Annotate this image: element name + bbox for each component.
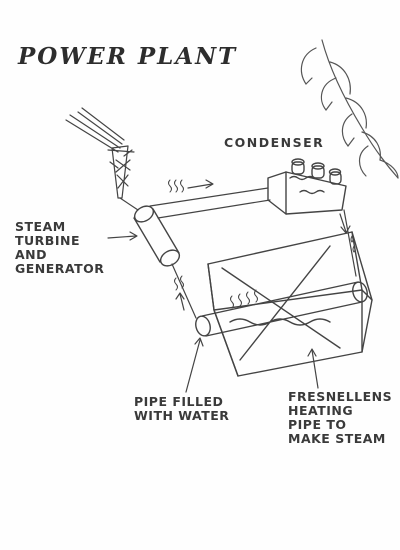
- fresnel-label-arrow: [308, 349, 318, 388]
- turbine-label-line: AND: [15, 248, 104, 262]
- pipe-label-line: WITH WATER: [134, 409, 229, 423]
- pipe-label-arrow: [186, 338, 203, 392]
- fresnel-label-line: HEATING: [288, 404, 392, 418]
- steam-rise-arrow: [176, 293, 184, 310]
- steam-squiggles-riser: [175, 276, 184, 290]
- page-title: POWER PLANT: [18, 44, 237, 70]
- pipe-label-line: PIPE FILLED: [134, 395, 229, 409]
- condenser-label: CONDENSER: [224, 136, 324, 150]
- turbine-label-line: STEAM: [15, 220, 104, 234]
- turbine-label-arrow: [108, 232, 137, 240]
- tree-branch-sketch: [301, 40, 398, 178]
- condenser-unit: [268, 159, 346, 214]
- turbine-label-line: TURBINE: [15, 234, 104, 248]
- fresnel-label-line: MAKE STEAM: [288, 432, 392, 446]
- turbine-label-line: GENERATOR: [15, 262, 104, 276]
- tower-connection-line: [120, 198, 138, 210]
- fresnel-lens-box: [208, 232, 372, 376]
- turbine-label: STEAM TURBINE AND GENERATOR: [15, 220, 104, 276]
- steam-turbine-cylinder: [132, 203, 182, 269]
- fresnel-label-line: PIPE TO: [288, 418, 392, 432]
- fresnel-label: FRESNELLENS HEATING PIPE TO MAKE STEAM: [288, 390, 392, 446]
- pipe-label: PIPE FILLED WITH WATER: [134, 395, 229, 423]
- fresnel-label-line: FRESNELLENS: [288, 390, 392, 404]
- flow-arrow-to-condenser: [188, 180, 213, 188]
- transmission-tower-sketch: [66, 108, 134, 198]
- steam-squiggles-turbine: [169, 180, 184, 192]
